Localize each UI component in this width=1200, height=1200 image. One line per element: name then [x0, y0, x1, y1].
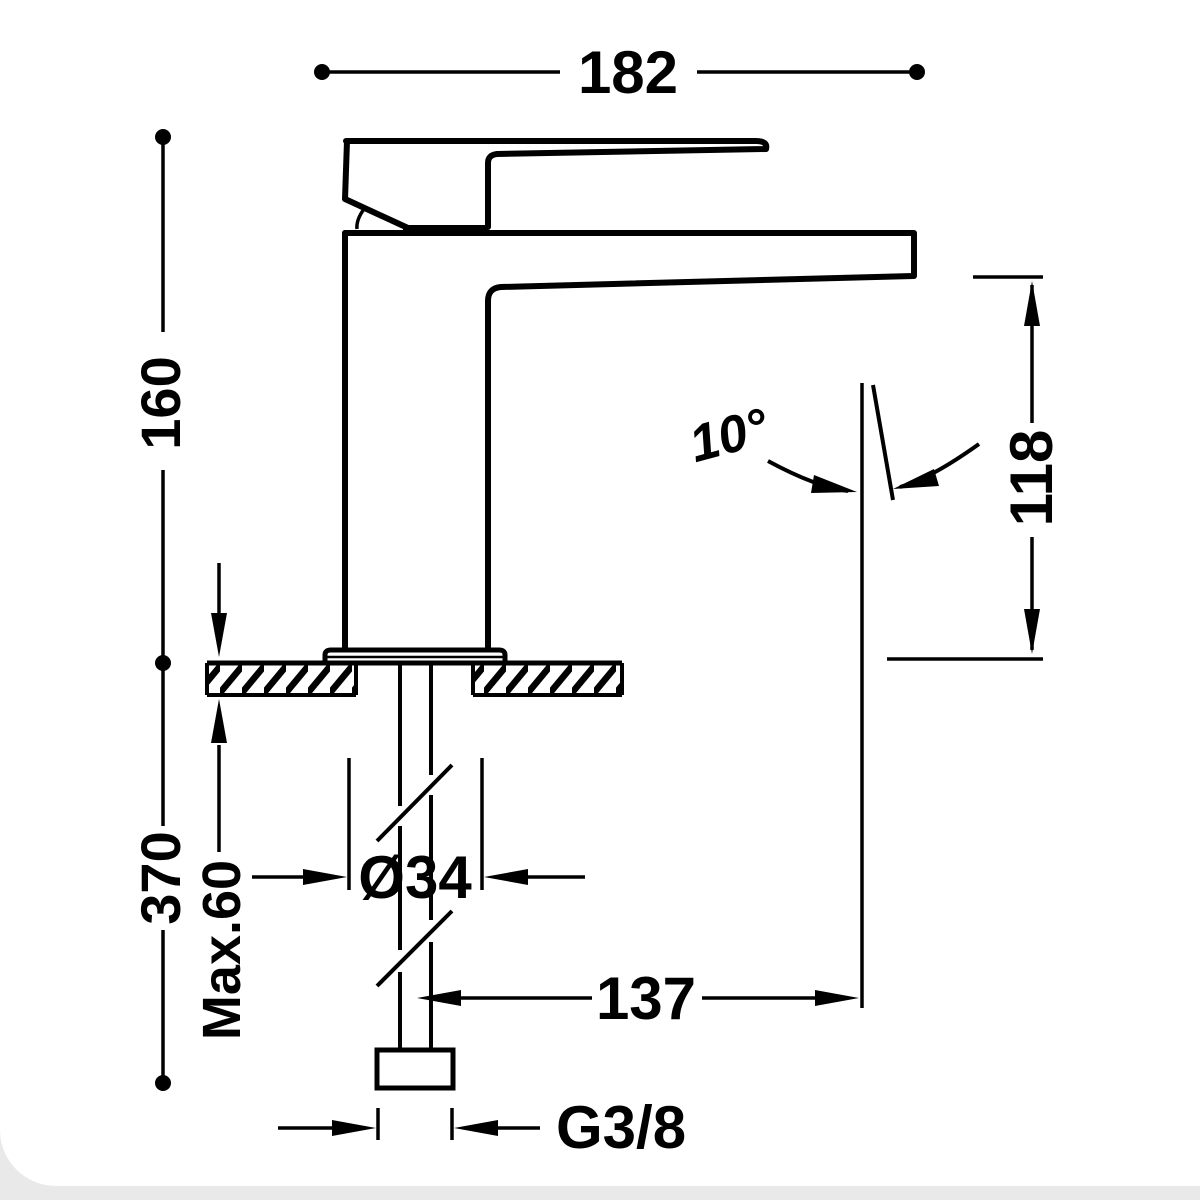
dim-370-dot-bottom [155, 1075, 171, 1091]
dim-370-label: 370 [129, 831, 192, 924]
lever-handle-left-edge [342, 138, 411, 231]
dimension-max-counter-thickness: Max.60 [192, 563, 252, 1040]
dim-g38-arrowhead-right [454, 1120, 498, 1136]
dim-max60-up-arrowhead [211, 699, 227, 743]
dim-182-dot-left [314, 64, 330, 80]
dim-137-label: 137 [596, 965, 696, 1032]
faucet-outline [322, 138, 917, 662]
outlet-tilted-line [871, 384, 895, 501]
dimension-hole-diameter: Ø34 [252, 758, 585, 911]
dim-160-label: 160 [129, 356, 192, 449]
angle-annotation: 10° [683, 383, 981, 1008]
pipe-break-slash-upper [375, 763, 454, 843]
pipe-break-slash-lower [375, 909, 454, 988]
dim-118-arrowhead-down [1024, 609, 1040, 654]
counter-hatch-right [473, 664, 622, 695]
angle-arc-right-arrowhead [893, 469, 939, 489]
dim-max60-label: Max.60 [192, 860, 252, 1040]
dim-137-arrowhead-left [417, 990, 461, 1006]
spout-underside [485, 273, 917, 650]
dim-g38-label: G3/8 [556, 1094, 686, 1161]
dim-118-arrowhead-up [1024, 281, 1040, 326]
handle-pivot-arc [355, 207, 366, 230]
dim-g38-arrowhead-left [332, 1120, 376, 1136]
counter-hatch-left [207, 664, 356, 695]
dimension-total-height: 160 [129, 129, 192, 671]
base-flange [322, 647, 508, 662]
dim-o34-label: Ø34 [358, 844, 472, 911]
dimension-spout-height: 118 [887, 275, 1065, 661]
dim-137-arrowhead-right [815, 990, 859, 1006]
lever-handle-blade [343, 138, 770, 230]
connection-nut [374, 1047, 456, 1091]
dimension-overall-width: 182 [314, 39, 925, 106]
dimension-outlet-projection: 137 [417, 965, 859, 1032]
dimension-supply-thread: G3/8 [278, 1094, 686, 1161]
dim-o34-arrowhead-right [484, 869, 528, 885]
dimension-under-counter-depth: 370 [129, 663, 192, 1091]
dim-160-dot-top [155, 129, 171, 145]
dim-118-label: 118 [998, 430, 1065, 527]
dim-182-dot-right [909, 64, 925, 80]
spout-top-and-tip [342, 230, 917, 278]
angle-10deg-label: 10° [683, 397, 775, 474]
dim-max60-down-arrowhead [211, 613, 227, 657]
angle-arc-left-arrowhead [811, 475, 857, 493]
dim-182-label: 182 [578, 39, 678, 106]
dim-o34-arrowhead-left [303, 869, 347, 885]
countertop-section [205, 660, 624, 697]
